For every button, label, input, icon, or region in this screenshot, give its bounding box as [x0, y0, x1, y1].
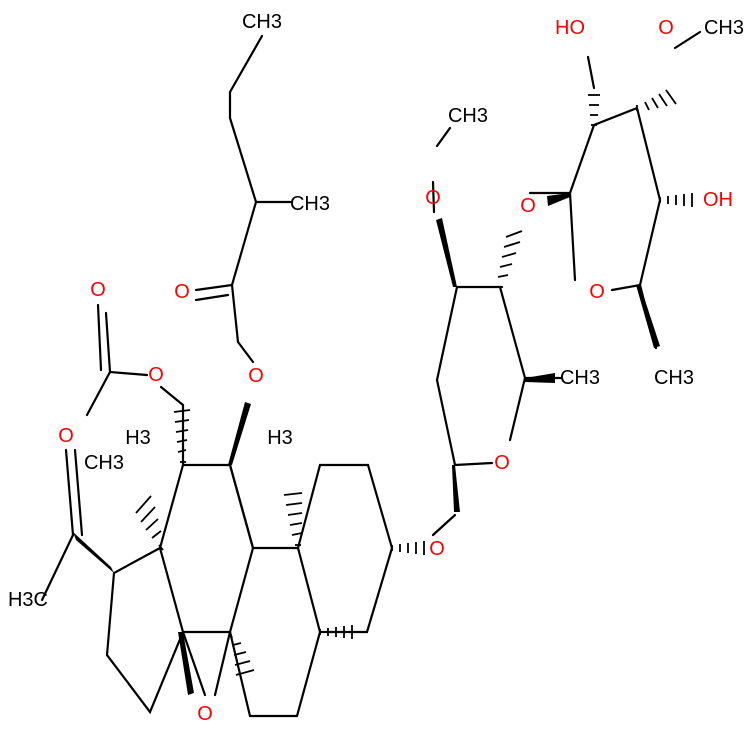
methyl-label: CH3 [242, 11, 282, 33]
wedge-bond [73, 532, 114, 573]
bond [236, 340, 255, 364]
label-layer: CH3 CH3 O O O O CH3 H3 H3 O H3C O O O CH… [8, 11, 744, 725]
bond [85, 311, 149, 417]
hash-bond [636, 89, 677, 111]
wedge-bond [636, 285, 660, 348]
oxygen-label: O [58, 425, 74, 447]
oxygen-label: O [174, 281, 190, 303]
bond [431, 126, 452, 214]
methyl-label: CH3 [448, 105, 488, 127]
bond [159, 385, 185, 407]
bond [431, 513, 457, 537]
ring-a-bonds [296, 463, 394, 634]
methyl-label: H3C [8, 589, 48, 611]
oxygen-label: O [429, 538, 445, 560]
methyl-label: H3 [267, 427, 293, 449]
hash-bond [283, 492, 303, 546]
methyl-label: CH3 [290, 193, 330, 215]
oxygen-label: O [248, 365, 264, 387]
double-bond [64, 448, 84, 537]
methyl-label: CH3 [654, 367, 694, 389]
bond [673, 30, 702, 50]
oxygen-label: O [90, 279, 106, 301]
hash-bond [229, 631, 255, 676]
hash-bond [319, 625, 353, 639]
oxygen-label: O [197, 703, 213, 725]
hydroxyl-label: OH [703, 189, 733, 211]
oxygen-label: O [494, 452, 510, 474]
hash-bond [497, 230, 523, 288]
double-bond [194, 283, 234, 302]
oxygen-label: O [148, 364, 164, 386]
hydroxyl-label: HO [555, 17, 585, 39]
ring-c-bonds [158, 403, 255, 634]
oxygen-label: O [520, 195, 536, 217]
epoxide-bonds [181, 630, 232, 697]
hash-bond [135, 495, 164, 551]
methyl-label: H3 [125, 427, 151, 449]
hash-bond [659, 193, 693, 207]
wedge-bond [547, 193, 570, 206]
bond-layer [40, 30, 702, 718]
double-bond [96, 303, 103, 372]
wedge-bond [436, 218, 457, 287]
hash-bond [391, 541, 425, 555]
wedge-bond [525, 373, 555, 383]
hash-bond [173, 409, 191, 463]
bond [40, 533, 75, 602]
methyl-label: CH3 [704, 17, 744, 39]
bond [586, 55, 596, 90]
ring-d-bonds [105, 546, 185, 715]
methyl-label: CH3 [560, 367, 600, 389]
wedge-bond [452, 465, 460, 512]
sugar2-ring-bonds [568, 106, 662, 292]
ring-b-bonds [228, 463, 322, 718]
hash-bond [588, 94, 600, 126]
bond [230, 200, 258, 344]
bond [228, 34, 293, 204]
stereo-layer [73, 89, 693, 695]
wedge-bond [228, 402, 251, 465]
oxygen-label: O [589, 281, 605, 303]
oxygen-label: O [425, 187, 441, 209]
sugar1-ring-bonds [435, 285, 527, 467]
methyl-label: CH3 [84, 452, 124, 474]
oxygen-label: O [658, 17, 674, 39]
wedge-bond [178, 632, 194, 695]
